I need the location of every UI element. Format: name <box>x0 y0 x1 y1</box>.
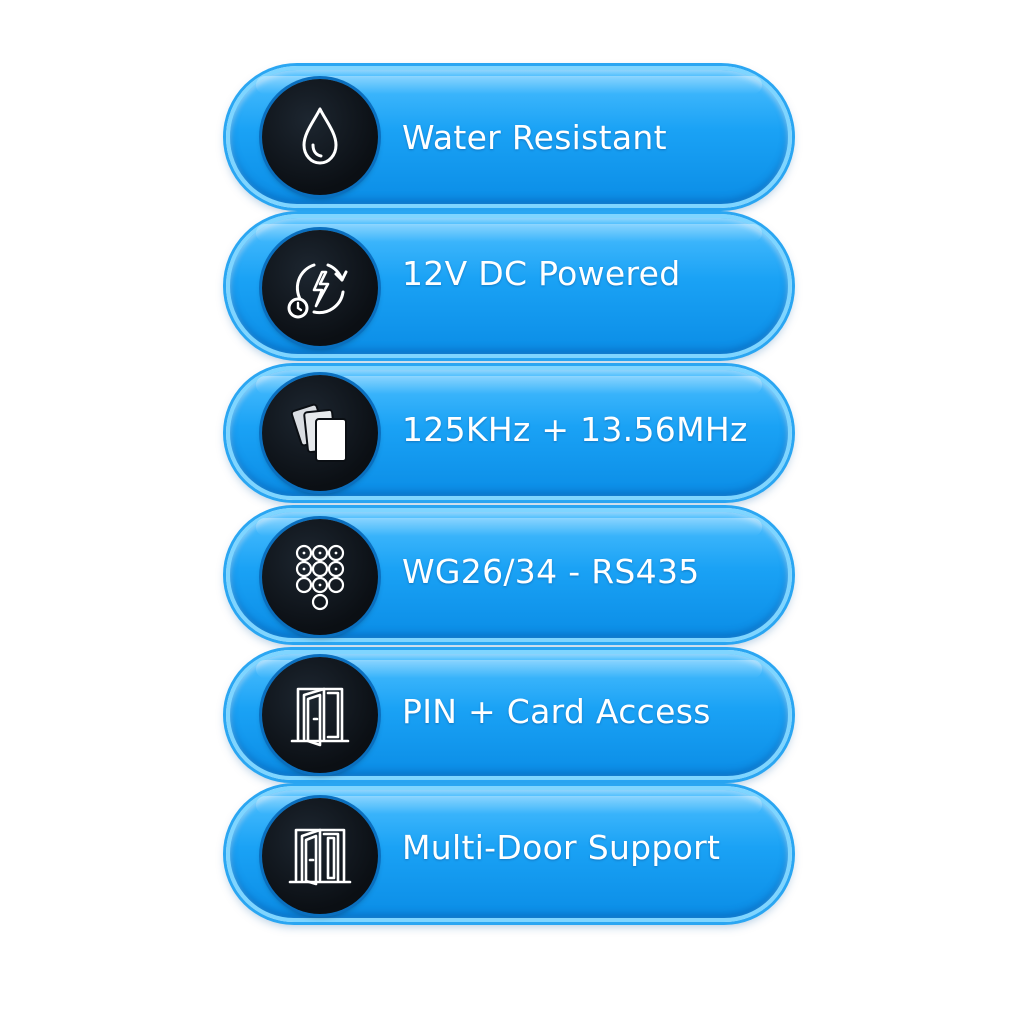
power-cycle-icon-circle <box>262 230 378 346</box>
feature-item-pin-card-access: PIN + Card Access <box>226 650 792 780</box>
feature-item-frequency: 125KHz + 13.56MHz <box>226 366 792 500</box>
keypad-icon-circle <box>262 519 378 635</box>
cards-icon-circle <box>262 375 378 491</box>
double-door-icon-circle <box>262 798 378 914</box>
water-drop-icon <box>302 107 338 165</box>
door-icon-circle <box>262 657 378 773</box>
cards-icon <box>290 403 347 462</box>
feature-label: WG26/34 - RS435 <box>402 552 700 591</box>
feature-label: 12V DC Powered <box>402 254 681 293</box>
power-cycle-icon <box>287 263 348 319</box>
feature-label: PIN + Card Access <box>402 692 711 731</box>
feature-item-multi-door: Multi-Door Support <box>226 786 792 922</box>
feature-item-12v-dc-powered: 12V DC Powered <box>226 214 792 358</box>
feature-label: Multi-Door Support <box>402 828 721 867</box>
feature-label: Water Resistant <box>402 118 667 157</box>
keypad-icon <box>295 544 345 611</box>
double-door-icon <box>288 828 352 886</box>
feature-item-wiegand-rs: WG26/34 - RS435 <box>226 508 792 642</box>
door-icon <box>290 687 350 747</box>
feature-item-water-resistant: Water Resistant <box>226 66 792 208</box>
feature-label: 125KHz + 13.56MHz <box>402 410 748 449</box>
water-drop-icon-circle <box>262 79 378 195</box>
